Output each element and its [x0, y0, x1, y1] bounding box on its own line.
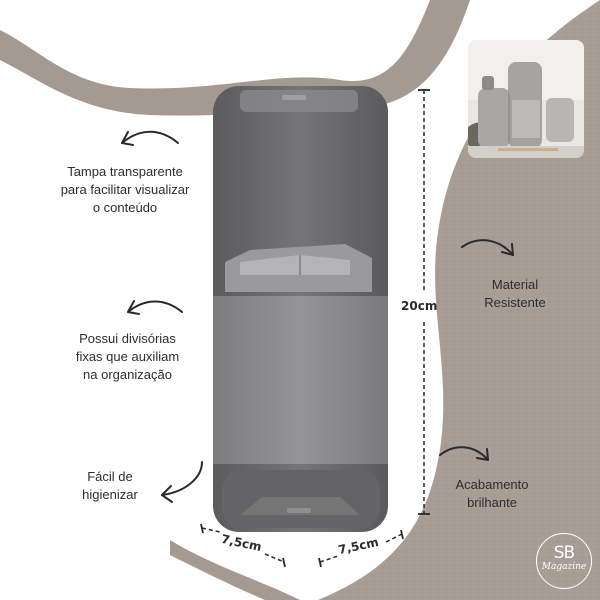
- finish-annotation-line-1: Acabamento: [455, 477, 529, 492]
- curved-arrow-icon: [161, 461, 203, 496]
- dashed-dimension-line: [319, 555, 339, 563]
- lid-annotation-line-1: Tampa transparente: [67, 164, 183, 179]
- material-annotation-line-2: Resistente: [484, 295, 546, 310]
- lid-annotation-line-3: o conteúdo: [92, 200, 158, 215]
- dividers-annotation-line-3: na organização: [83, 367, 172, 382]
- dashed-dimension-line: [201, 527, 221, 533]
- cleaning-annotation-line-1: Fácil de: [87, 469, 133, 484]
- logo-initials: SB: [553, 543, 575, 563]
- height-dimension-label: 20cm: [401, 299, 438, 313]
- sb-magazine-logo: SB Magazine: [536, 533, 592, 589]
- bottom-wave-band: [170, 540, 300, 600]
- lid-annotation: Tampa transparente para facilitar visual…: [40, 163, 210, 217]
- curved-arrow-icon: [127, 300, 183, 313]
- grey-band: [213, 296, 388, 464]
- cleaning-annotation: Fácil de higienizar: [60, 468, 160, 504]
- inset-photo: [468, 40, 584, 158]
- lid-annotation-line-2: para facilitar visualizar: [60, 182, 190, 197]
- material-annotation: Material Resistente: [460, 276, 570, 312]
- dividers-annotation: Possui divisórias fixas que auxiliam na …: [40, 330, 215, 384]
- lid-top: [240, 90, 358, 112]
- dividers-annotation-line-1: Possui divisórias: [79, 331, 176, 346]
- finish-annotation: Acabamento brilhante: [432, 476, 552, 512]
- curved-arrow-icon: [439, 446, 489, 461]
- curved-arrow-icon: [121, 130, 179, 144]
- curved-arrow-icon: [461, 239, 514, 256]
- cleaning-annotation-line-2: higienizar: [82, 487, 138, 502]
- logo-name: Magazine: [541, 562, 587, 572]
- dividers-annotation-line-2: fixas que auxiliam: [75, 349, 180, 364]
- finish-annotation-line-2: brilhante: [467, 495, 517, 510]
- material-annotation-line-1: Material: [491, 277, 539, 292]
